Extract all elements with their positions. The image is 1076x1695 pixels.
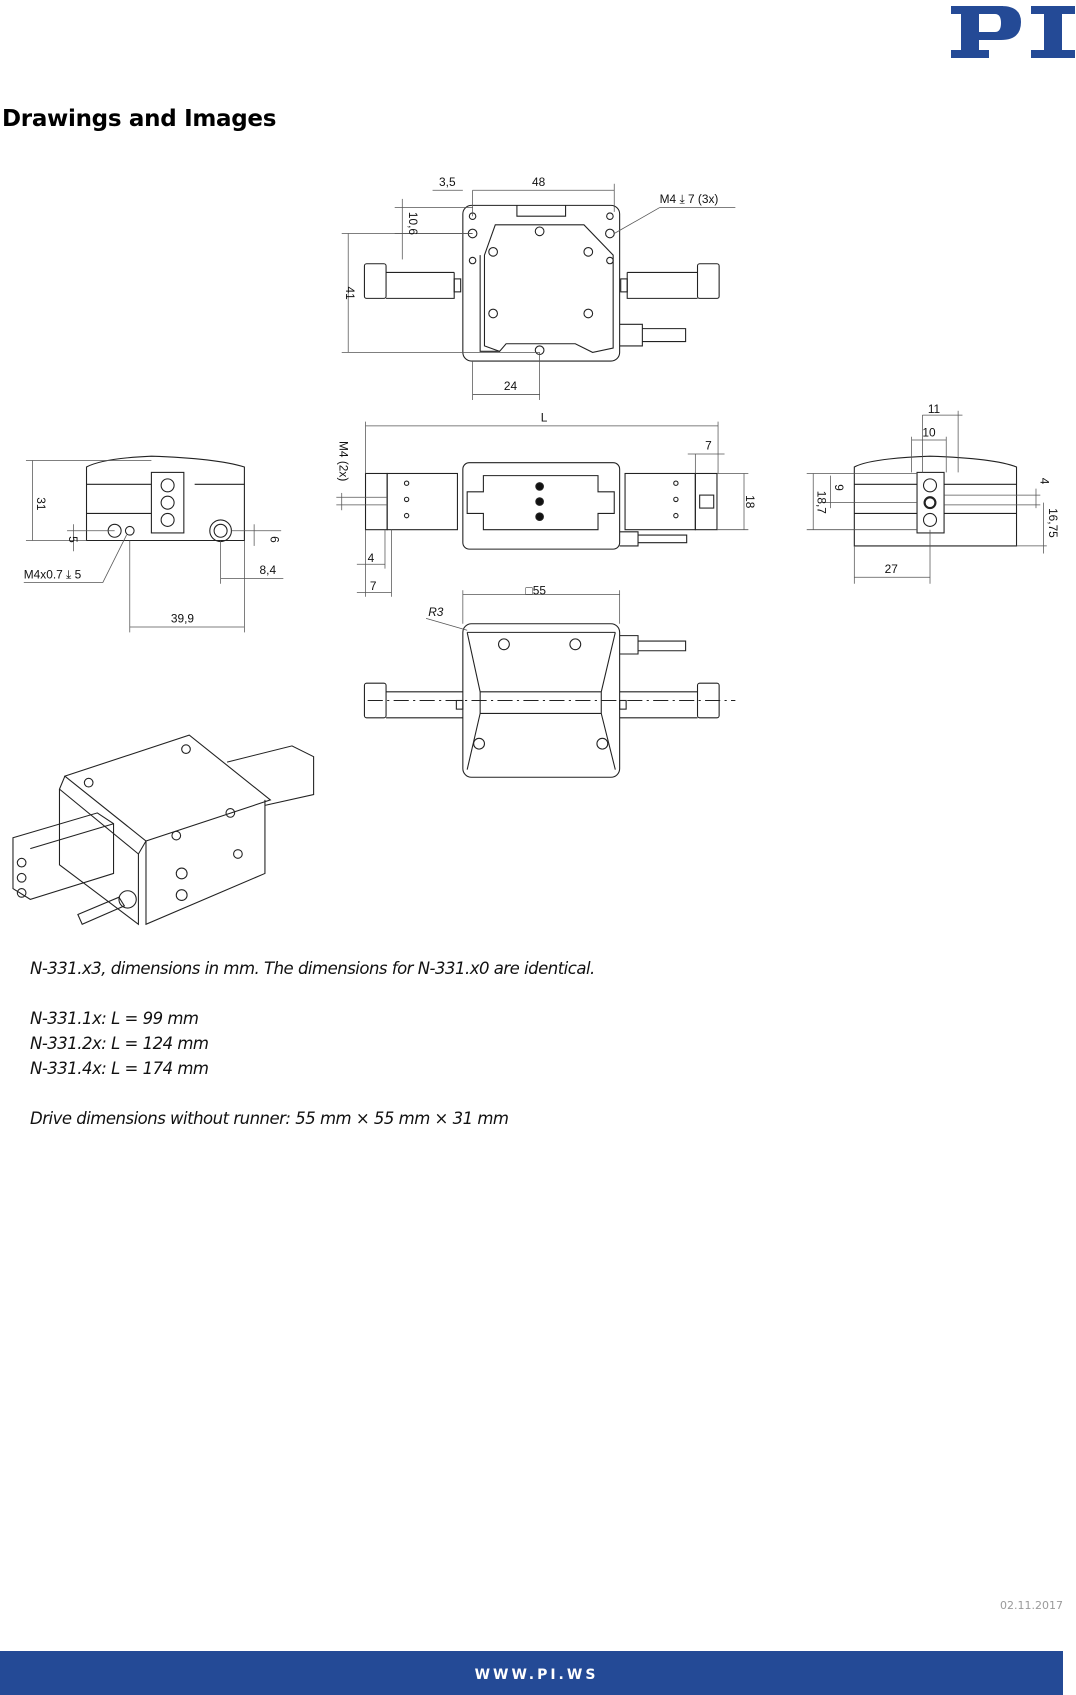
dim-right-9: 9	[832, 484, 846, 491]
right-end-view	[806, 410, 1047, 584]
caption-variant: N-331.4x: L = 174 mm	[30, 1059, 209, 1078]
dim-end-port-offset: 8,4	[260, 563, 277, 577]
dim-right-16-75: 16,75	[1046, 508, 1060, 538]
caption-variant: N-331.2x: L = 124 mm	[30, 1034, 209, 1053]
pi-logo	[951, 6, 1075, 58]
caption-variant: N-331.1x: L = 99 mm	[30, 1009, 199, 1028]
footer-url[interactable]: WWW.PI.WS	[474, 1667, 599, 1683]
dim-end-thread-height: 5	[66, 536, 80, 543]
page-title: Drawings and Images	[2, 106, 277, 132]
dim-end-port-height: 6	[267, 536, 281, 543]
bottom-view	[363, 590, 736, 778]
dim-top-height: 41	[343, 286, 357, 300]
side-view	[336, 421, 749, 597]
dim-right-18-7: 18,7	[815, 491, 829, 514]
footer-bar: WWW.PI.WS	[0, 1651, 1063, 1695]
left-end-view	[23, 455, 284, 633]
dim-right-4: 4	[1037, 478, 1051, 485]
top-view	[341, 183, 736, 400]
dim-right-27: 27	[885, 562, 898, 576]
dim-top-width: 48	[532, 175, 546, 189]
dim-top-left-offset: 3,5	[439, 175, 456, 189]
dim-end-hole-offset: 39,9	[171, 612, 195, 626]
document-date: 02.11.2017	[1000, 1599, 1063, 1612]
dim-side-length: L	[541, 411, 548, 425]
dim-bottom-radius: R3	[428, 605, 444, 619]
dim-side-end-left: 7	[370, 579, 377, 593]
caption-intro: N-331.x3, dimensions in mm. The dimensio…	[30, 959, 595, 978]
dim-bottom-square: □55	[526, 584, 547, 598]
caption-drive-dimensions: Drive dimensions without runner: 55 mm ×…	[30, 1109, 509, 1128]
dim-top-center: 24	[504, 379, 518, 393]
end-thread-note: M4x0.7 ⤓ 5	[24, 567, 82, 581]
dim-end-height: 31	[34, 497, 48, 511]
side-thread-note: M4 (2x)	[337, 441, 351, 481]
dim-right-11: 11	[928, 402, 941, 416]
dim-right-10: 10	[922, 426, 936, 440]
top-thread-note: M4 ⤓ 7 (3x)	[660, 192, 719, 206]
figure-caption: N-331.x3, dimensions in mm. The dimensio…	[30, 956, 595, 1131]
dim-top-hole-offset: 10,6	[406, 212, 420, 236]
isometric-view	[12, 734, 315, 926]
dim-side-end-block: 7	[705, 439, 712, 453]
dim-side-runner-height: 18	[743, 495, 757, 509]
dim-side-thread-pos: 4	[368, 551, 375, 565]
